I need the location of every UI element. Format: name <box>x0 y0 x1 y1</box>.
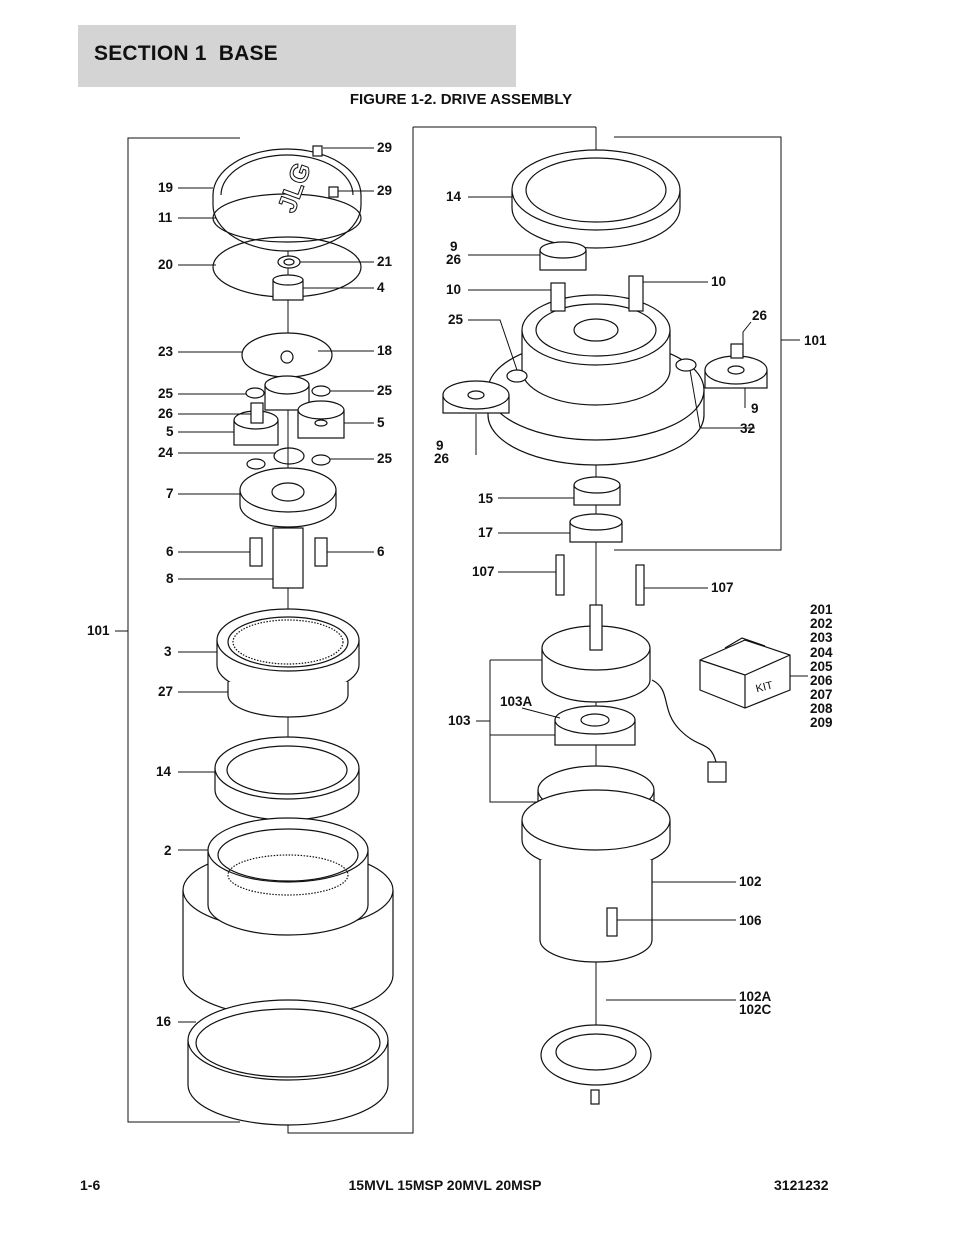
callout: 7 <box>166 486 174 501</box>
callout: 3 <box>164 644 172 659</box>
callout: 14 <box>446 189 462 204</box>
right-parts <box>442 149 791 1105</box>
callout: 9 <box>450 239 458 254</box>
callout: 25 <box>377 451 393 466</box>
callout: 25 <box>158 386 174 401</box>
kit-item: 205 <box>810 659 833 674</box>
callout: 26 <box>158 406 174 421</box>
kit-item: 201 <box>810 602 833 617</box>
callout: 107 <box>472 564 495 579</box>
footer-page-number: 1-6 <box>80 1177 101 1193</box>
callout: 5 <box>377 415 385 430</box>
callout: 102A <box>739 989 772 1004</box>
callout: 16 <box>156 1014 172 1029</box>
left-assembly-bracket <box>127 126 800 1134</box>
callout: 29 <box>377 183 392 198</box>
callout: 107 <box>711 580 734 595</box>
callout: 102 <box>739 874 762 889</box>
callout: 21 <box>377 254 393 269</box>
callout: 6 <box>166 544 174 559</box>
callout: 14 <box>156 764 172 779</box>
callout: 26 <box>752 308 768 323</box>
callout: 103 <box>448 713 471 728</box>
callout: 101 <box>87 623 110 638</box>
kit-box-label: KIT <box>755 679 775 695</box>
callouts-right: 14 9 26 10 10 25 26 101 9 9 26 32 15 17 … <box>434 189 827 1017</box>
callout: 2 <box>164 843 172 858</box>
kit-item: 209 <box>810 715 833 730</box>
kit-item: 203 <box>810 630 833 645</box>
footer-doc-number: 3121232 <box>774 1177 829 1193</box>
callout: 106 <box>739 913 762 928</box>
section-header-band <box>78 25 516 87</box>
callout: 8 <box>166 571 174 586</box>
callout: 9 <box>436 438 444 453</box>
callout: 10 <box>446 282 461 297</box>
kit-item: 206 <box>810 673 833 688</box>
callout: 24 <box>158 445 174 460</box>
callout: 6 <box>377 544 385 559</box>
callout: 27 <box>158 684 173 699</box>
callout: 32 <box>740 421 755 436</box>
callout: 15 <box>478 491 494 506</box>
kit-item: 204 <box>810 645 833 660</box>
leader-lines <box>115 147 808 1023</box>
footer-models: 15MVL 15MSP 20MVL 20MSP <box>348 1177 542 1193</box>
kit-item: 207 <box>810 687 833 702</box>
callouts-left: 29 19 29 11 20 21 4 23 18 25 25 26 5 5 2… <box>87 140 393 1029</box>
callout: 25 <box>448 312 464 327</box>
callout: 23 <box>158 344 174 359</box>
callout: 17 <box>478 525 493 540</box>
kit-callouts: 201 202 203 204 205 206 207 208 209 <box>810 602 833 730</box>
kit-item: 208 <box>810 701 833 716</box>
callout: 26 <box>434 451 450 466</box>
callout: 20 <box>158 257 173 272</box>
callout: 10 <box>711 274 726 289</box>
callout: 103A <box>500 694 533 709</box>
callout: 4 <box>377 280 385 295</box>
callout: 29 <box>377 140 392 155</box>
callout: 26 <box>446 252 462 267</box>
callout: 9 <box>751 401 759 416</box>
callout: 11 <box>158 210 173 225</box>
callout: 101 <box>804 333 827 348</box>
left-parts: JLG <box>182 145 394 1126</box>
callout: 5 <box>166 424 174 439</box>
section-title: SECTION 1 BASE <box>94 42 278 65</box>
kit-item: 202 <box>810 616 833 631</box>
callout: 25 <box>377 383 393 398</box>
callout: 102C <box>739 1002 772 1017</box>
callout: 18 <box>377 343 393 358</box>
figure-title: FIGURE 1-2. DRIVE ASSEMBLY <box>349 91 573 108</box>
callout: 19 <box>158 180 173 195</box>
